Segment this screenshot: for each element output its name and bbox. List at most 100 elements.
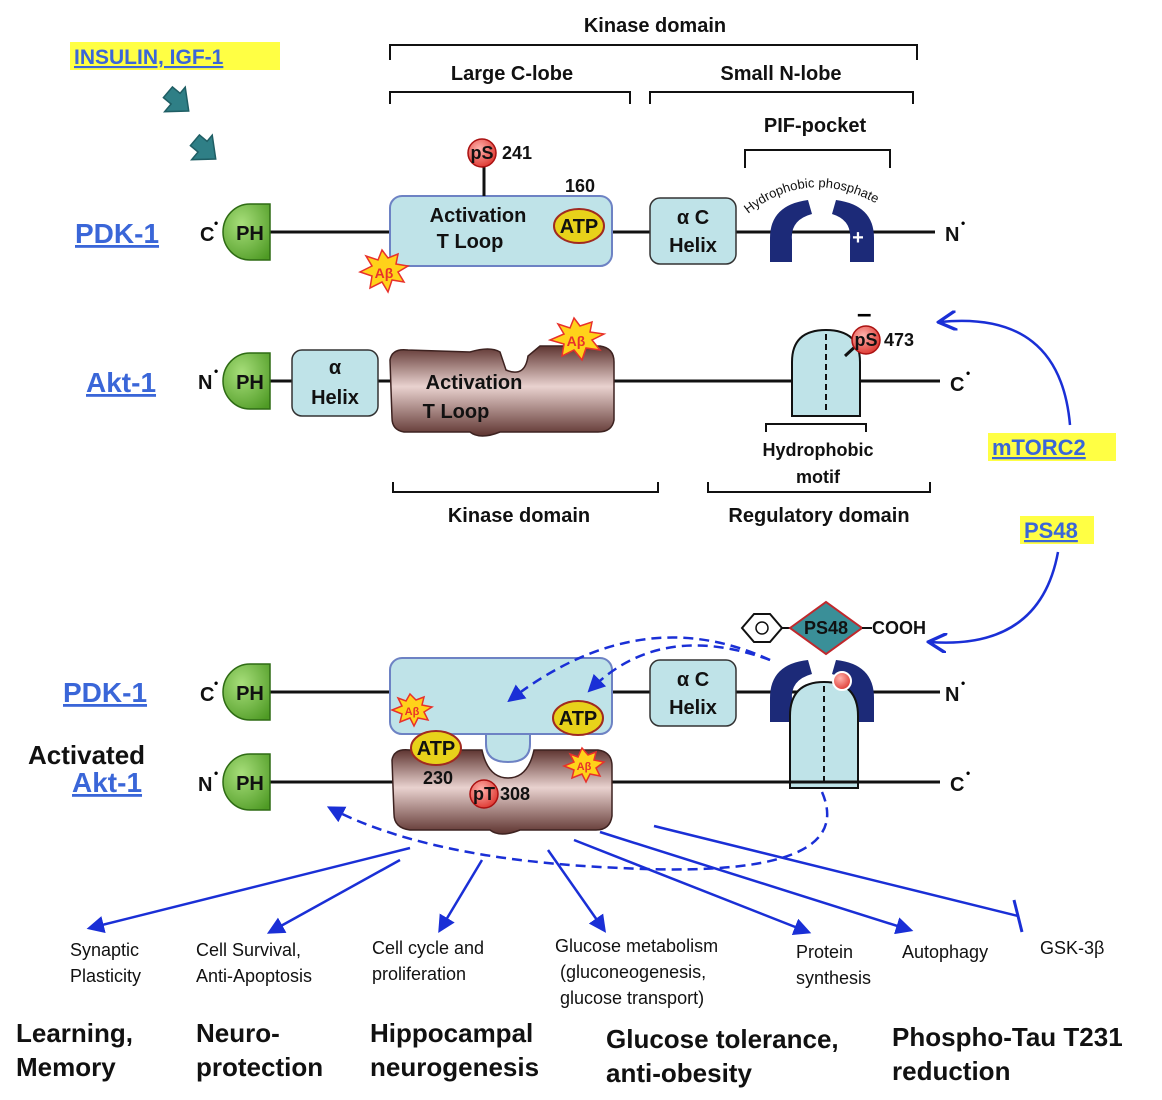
akt1-top-n-term: N bbox=[198, 372, 212, 394]
effect-glucose-3: glucose transport) bbox=[560, 988, 704, 1008]
akt1-regulatory-domain-bracket bbox=[707, 482, 931, 493]
pif-pocket-label: PIF-pocket bbox=[764, 115, 867, 137]
complex-pdk1-ph-domain bbox=[222, 663, 271, 721]
effect-synaptic-2: Plasticity bbox=[70, 966, 141, 986]
pdk1-top-ps-label: pS bbox=[470, 143, 493, 163]
complex-pdk1-name[interactable]: PDK-1 bbox=[63, 677, 147, 708]
large-c-lobe-bracket bbox=[389, 91, 631, 104]
dashed-arrow-to-pdk1-abeta bbox=[507, 636, 771, 703]
large-c-lobe-label: Large C-lobe bbox=[451, 63, 573, 85]
complex-pdk1-abeta-label: Aβ bbox=[405, 706, 420, 718]
outcome-glucose-1: Glucose tolerance, bbox=[606, 1024, 839, 1054]
effect-protein-1: Protein bbox=[796, 942, 853, 962]
akt1-top-c-term-dot: • bbox=[966, 366, 970, 380]
pdk1-top-alpha-c-label-1: α C bbox=[677, 207, 709, 229]
pdk1-top-ph-domain bbox=[222, 203, 271, 261]
pdk1-top-name[interactable]: PDK-1 bbox=[75, 218, 159, 249]
pdk1-top-ps-circle bbox=[467, 138, 497, 168]
akt1-top-ps-circle bbox=[851, 325, 881, 355]
akt1-top-c-term: C bbox=[950, 374, 964, 396]
dashed-arrow-to-akt-ph bbox=[326, 791, 829, 871]
pdk1-top-pif-left bbox=[770, 200, 812, 262]
effect-autophagy: Autophagy bbox=[902, 942, 988, 962]
pdk1-top-act-label-1: Activation bbox=[430, 205, 527, 227]
pif-pocket-bracket bbox=[744, 149, 891, 168]
complex-akt1-pt-circle bbox=[469, 779, 499, 809]
pdk1-top-ps-num: 241 bbox=[502, 143, 532, 163]
complex-akt1-abeta-star bbox=[561, 746, 606, 784]
mtorc2-arrow bbox=[940, 321, 1072, 426]
outcome-tau-2: reduction bbox=[892, 1056, 1010, 1086]
complex-akt1-kinase bbox=[391, 748, 613, 835]
arrow-glucose bbox=[546, 849, 607, 933]
ps48-highlight bbox=[1020, 516, 1094, 544]
complex-pdk1-n-term: N bbox=[945, 684, 959, 706]
pdk1-top-pif-right bbox=[832, 200, 874, 262]
complex-pif-left bbox=[770, 660, 812, 722]
complex-alpha-c-label-2: Helix bbox=[669, 697, 717, 719]
complex-motif-phospho bbox=[832, 671, 852, 691]
akt1-top-act-label-2: T Loop bbox=[423, 401, 490, 423]
pdk1-top-atp-num: 160 bbox=[565, 176, 595, 196]
complex-akt1-n-term-dot: • bbox=[214, 766, 218, 780]
complex-akt1-name[interactable]: Akt-1 bbox=[72, 767, 142, 798]
pdk1-top-abeta-label: Aβ bbox=[375, 265, 394, 281]
akt1-top-ph-domain bbox=[222, 352, 271, 410]
complex-akt1-pt-num: 308 bbox=[500, 784, 530, 804]
outcome-learning-1: Learning, bbox=[16, 1018, 133, 1048]
kinase-domain-top-label: Kinase domain bbox=[584, 15, 726, 37]
complex-hydrophobic-motif bbox=[789, 680, 859, 789]
akt1-top-hydrophobic-label-2: motif bbox=[796, 467, 841, 487]
complex-akt1-n-term: N bbox=[198, 774, 212, 796]
outcome-tau-1: Phospho-Tau T231 bbox=[892, 1022, 1123, 1052]
mtorc2-highlight bbox=[988, 433, 1116, 461]
complex-akt1-c-term-dot: • bbox=[966, 766, 970, 780]
outcome-hippocampal-1: Hippocampal bbox=[370, 1018, 533, 1048]
akt1-top-minus: – bbox=[857, 298, 871, 328]
insulin-label[interactable]: INSULIN, IGF-1 bbox=[74, 46, 224, 69]
pdk1-top-alpha-c-label-2: Helix bbox=[669, 235, 717, 257]
complex-akt1-atp-label: ATP bbox=[417, 738, 456, 760]
arrow-cell-survival bbox=[266, 858, 401, 934]
akt1-kinase-domain-label: Kinase domain bbox=[448, 505, 590, 527]
complex-akt1-ph-domain bbox=[222, 753, 271, 811]
complex-pdk1-c-term: C bbox=[200, 684, 214, 706]
ps48-arrow bbox=[930, 551, 1060, 643]
akt1-top-n-term-dot: • bbox=[214, 364, 218, 378]
complex-pdk1-knob bbox=[485, 733, 531, 764]
mtorc2-label[interactable]: mTORC2 bbox=[992, 435, 1086, 460]
pdk1-top-n-term-dot: • bbox=[961, 216, 965, 230]
pdk1-top-atp bbox=[553, 208, 605, 244]
complex-activated-label: Activated bbox=[28, 740, 145, 770]
arrow-cell-cycle bbox=[438, 859, 484, 934]
complex-akt1-ph-label: PH bbox=[236, 773, 264, 795]
outcome-neuro-2: protection bbox=[196, 1052, 323, 1082]
akt1-top-name[interactable]: Akt-1 bbox=[86, 367, 156, 398]
pdk1-top-plus: + bbox=[852, 227, 864, 249]
inhibit-gsk3b bbox=[653, 824, 1019, 918]
pdk1-top-atp-label: ATP bbox=[560, 216, 599, 238]
insulin-arrow-1 bbox=[162, 85, 190, 113]
akt1-top-alpha-label-1: α bbox=[329, 357, 342, 379]
complex-akt1-atp-num: 230 bbox=[423, 768, 453, 788]
ps48-side-label[interactable]: PS48 bbox=[1024, 518, 1078, 543]
akt1-regulatory-domain-label: Regulatory domain bbox=[728, 505, 909, 527]
pdk1-top-n-term: N bbox=[945, 224, 959, 246]
effect-survival-1: Cell Survival, bbox=[196, 940, 301, 960]
small-n-lobe-label: Small N-lobe bbox=[720, 63, 841, 85]
akt1-top-ph-label: PH bbox=[236, 372, 264, 394]
dashed-arrow-to-atp bbox=[587, 644, 771, 693]
akt1-top-hydrophobic-label-1: Hydrophobic bbox=[763, 440, 874, 460]
effect-protein-2: synthesis bbox=[796, 968, 871, 988]
akt1-top-activation-loop bbox=[389, 345, 615, 437]
complex-pdk1-atp-label: ATP bbox=[559, 708, 598, 730]
insulin-arrow-2 bbox=[189, 133, 217, 161]
outcome-learning-2: Memory bbox=[16, 1052, 116, 1082]
ps48-diamond-label: PS48 bbox=[804, 618, 848, 638]
effect-synaptic-1: Synaptic bbox=[70, 940, 139, 960]
akt1-top-alpha-label-2: Helix bbox=[311, 387, 359, 409]
ps48-phenyl-ring bbox=[740, 613, 784, 643]
pdk1-top-c-term: C bbox=[200, 224, 214, 246]
effect-cycle-1: Cell cycle and bbox=[372, 938, 484, 958]
